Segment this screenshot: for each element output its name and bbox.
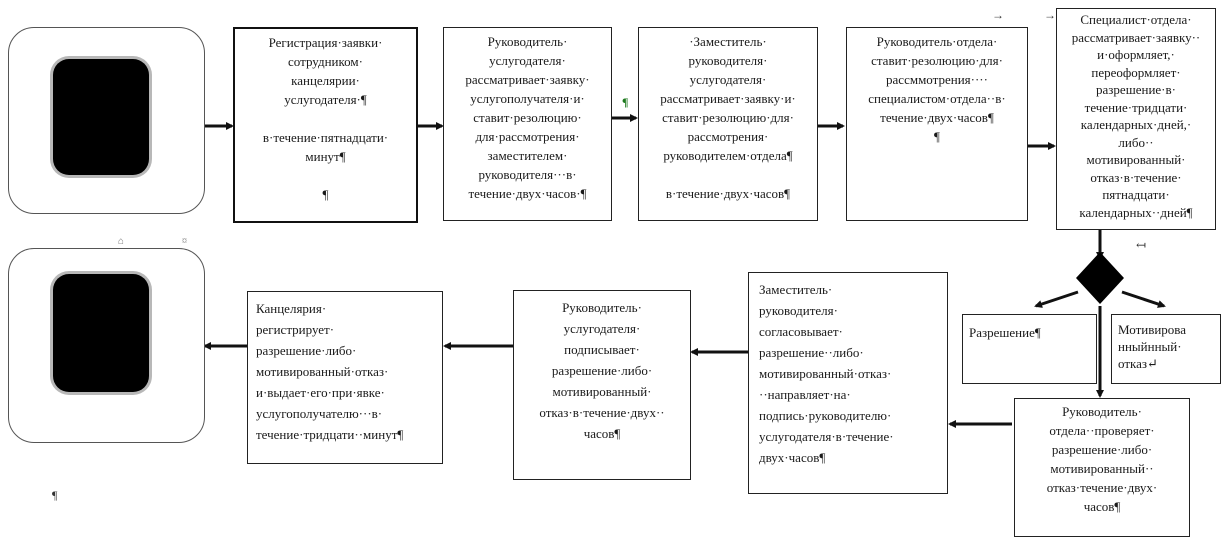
end-terminator-fill <box>53 274 149 392</box>
pilcrow-mark: ¶ <box>622 95 629 109</box>
decision-diamond <box>1076 252 1124 304</box>
step-deputy-approve-text: Заместитель· руководителя· согласовывает… <box>759 282 894 465</box>
step-registration-text: Регистрация·заявки· сотрудником· канцеля… <box>262 35 389 202</box>
start-terminator-fill <box>53 59 149 175</box>
outcome-permit: Разрешение¶ <box>962 314 1097 384</box>
outcome-refusal-text: Мотивирова нныйнный· отказ↵ <box>1118 322 1187 371</box>
outcome-refusal: Мотивирова нныйнный· отказ↵ <box>1111 314 1221 384</box>
tab-arrow-mark: → <box>992 8 1004 22</box>
tab-arrow-mark-2: → <box>1044 8 1056 22</box>
step-dept-head-resolution: Руководитель·отдела· ставит·резолюцию·дл… <box>846 27 1028 221</box>
step-head-sign: Руководитель· услугодателя· подписывает·… <box>513 290 691 480</box>
step-dept-head-resolution-text: Руководитель·отдела· ставит·резолюцию·дл… <box>868 34 1006 144</box>
step-head-review: Руководитель· услугодателя· рассматривае… <box>443 27 612 221</box>
pilcrow-mark-bottom: ¶ <box>52 488 58 502</box>
step-head-review-text: Руководитель· услугодателя· рассматривае… <box>465 34 590 201</box>
step-dept-head-check-text: Руководитель· отдела··проверяет· разреше… <box>1046 404 1158 514</box>
outcome-permit-text: Разрешение¶ <box>969 325 1041 340</box>
anchor-mark-2: ¤ <box>182 236 187 247</box>
step-dept-head-check: Руководитель· отдела··проверяет· разреше… <box>1014 398 1190 537</box>
step-head-sign-text: Руководитель· услугодателя· подписывает·… <box>539 300 665 441</box>
step-specialist-text: Специалист·отдела· рассматривает·заявку·… <box>1071 12 1201 220</box>
start-terminator <box>8 27 205 214</box>
step-chancellery-issue: Канцелярия· регистрирует· разрешение·либ… <box>247 291 443 464</box>
anchor-mark: ⌂ <box>118 236 125 247</box>
arrow-decision-to-permit <box>1034 290 1079 308</box>
step-deputy-review: ·Заместитель· руководителя· услугодателя… <box>638 27 818 221</box>
step-specialist: Специалист·отдела· рассматривает·заявку·… <box>1056 8 1216 230</box>
step-registration: Регистрация·заявки· сотрудником· канцеля… <box>233 27 418 223</box>
return-mark: ↤ <box>1136 238 1147 252</box>
step-chancellery-issue-text: Канцелярия· регистрирует· разрешение·либ… <box>256 301 404 442</box>
end-terminator <box>8 248 205 443</box>
step-deputy-approve: Заместитель· руководителя· согласовывает… <box>748 272 948 494</box>
step-deputy-review-text: ·Заместитель· руководителя· услугодателя… <box>660 34 796 201</box>
arrow-decision-to-refusal <box>1121 290 1166 308</box>
